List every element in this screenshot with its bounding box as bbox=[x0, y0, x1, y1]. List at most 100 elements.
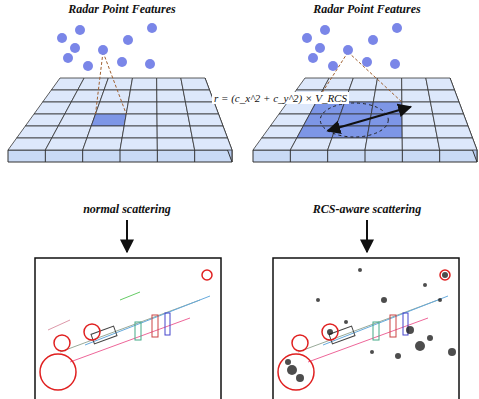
stroke bbox=[157, 138, 194, 150]
stroke bbox=[87, 126, 124, 138]
blob bbox=[381, 297, 387, 303]
stroke bbox=[82, 150, 83, 162]
stroke bbox=[345, 90, 376, 102]
stroke bbox=[437, 138, 477, 150]
stroke bbox=[91, 114, 126, 126]
stroke bbox=[8, 150, 232, 162]
stroke bbox=[375, 78, 401, 90]
radar-point bbox=[315, 43, 325, 53]
stroke bbox=[126, 102, 157, 114]
blob bbox=[287, 365, 297, 375]
stroke bbox=[96, 52, 104, 114]
blob bbox=[344, 320, 348, 324]
blob bbox=[438, 298, 442, 302]
radar-point bbox=[75, 25, 85, 35]
grid bbox=[8, 52, 232, 162]
radar-point bbox=[392, 23, 402, 33]
stroke bbox=[157, 126, 192, 138]
stroke bbox=[157, 78, 183, 90]
stroke bbox=[122, 126, 157, 138]
stroke bbox=[157, 102, 188, 114]
stroke bbox=[402, 114, 435, 126]
stroke bbox=[290, 150, 291, 162]
stroke bbox=[365, 138, 402, 150]
radar-point bbox=[147, 23, 157, 33]
radar-point bbox=[98, 45, 108, 55]
stroke bbox=[157, 150, 158, 162]
radar-point bbox=[57, 33, 67, 43]
result-left bbox=[35, 258, 221, 399]
stroke bbox=[45, 138, 87, 150]
stroke bbox=[435, 126, 472, 138]
stroke bbox=[96, 102, 129, 114]
radar-point bbox=[70, 43, 80, 53]
stroke bbox=[323, 78, 354, 90]
stroke bbox=[428, 90, 459, 102]
blob bbox=[423, 283, 427, 287]
radar-point bbox=[320, 25, 330, 35]
blob bbox=[358, 268, 362, 272]
radar-point bbox=[145, 59, 155, 69]
stroke bbox=[402, 150, 403, 162]
stroke bbox=[262, 126, 304, 138]
stroke bbox=[100, 90, 131, 102]
stroke bbox=[430, 102, 463, 114]
radar-point bbox=[302, 33, 312, 43]
stroke bbox=[365, 150, 366, 162]
stroke bbox=[157, 114, 190, 126]
panel-title: Radar Point Features bbox=[313, 2, 420, 17]
stroke bbox=[8, 138, 52, 150]
stroke bbox=[373, 90, 402, 102]
radar-point bbox=[63, 53, 73, 63]
stroke bbox=[188, 114, 223, 126]
stroke bbox=[402, 126, 437, 138]
stroke bbox=[402, 90, 431, 102]
radar-point bbox=[368, 35, 378, 45]
stroke bbox=[439, 150, 440, 162]
stroke bbox=[433, 114, 468, 126]
down-arrow bbox=[366, 220, 368, 252]
blob bbox=[285, 359, 291, 365]
radar-point bbox=[117, 57, 127, 67]
stroke bbox=[130, 78, 156, 90]
blob bbox=[316, 298, 320, 302]
stroke bbox=[190, 126, 227, 138]
stroke bbox=[369, 114, 402, 126]
stroke bbox=[327, 150, 328, 162]
radar-point bbox=[343, 45, 353, 55]
radar-point bbox=[83, 61, 93, 71]
caption-label: normal scattering bbox=[83, 202, 171, 217]
stroke bbox=[65, 102, 100, 114]
stroke bbox=[192, 138, 232, 150]
radar-point bbox=[328, 61, 338, 71]
blob bbox=[442, 272, 448, 278]
stroke bbox=[157, 90, 186, 102]
blob bbox=[427, 335, 433, 341]
stroke bbox=[194, 150, 195, 162]
panel-title: Radar Point Features bbox=[68, 2, 175, 17]
stroke bbox=[348, 52, 402, 102]
stroke bbox=[290, 138, 332, 150]
stroke bbox=[328, 138, 367, 150]
blob bbox=[395, 353, 401, 359]
blob bbox=[406, 326, 414, 334]
blob bbox=[296, 374, 304, 382]
result-right bbox=[273, 258, 459, 399]
stroke bbox=[349, 78, 377, 90]
grid bbox=[253, 52, 477, 162]
caption-label: RCS-aware scattering bbox=[313, 202, 421, 217]
stroke bbox=[124, 114, 157, 126]
stroke bbox=[426, 78, 455, 90]
blob bbox=[448, 348, 456, 356]
stroke bbox=[120, 150, 121, 162]
stroke bbox=[45, 150, 46, 162]
radar-point bbox=[362, 57, 372, 67]
stroke bbox=[371, 102, 402, 114]
stroke bbox=[402, 78, 428, 90]
stroke bbox=[253, 150, 477, 162]
stroke bbox=[320, 103, 388, 137]
stroke bbox=[328, 107, 411, 131]
stroke bbox=[78, 78, 109, 90]
stroke bbox=[52, 126, 91, 138]
